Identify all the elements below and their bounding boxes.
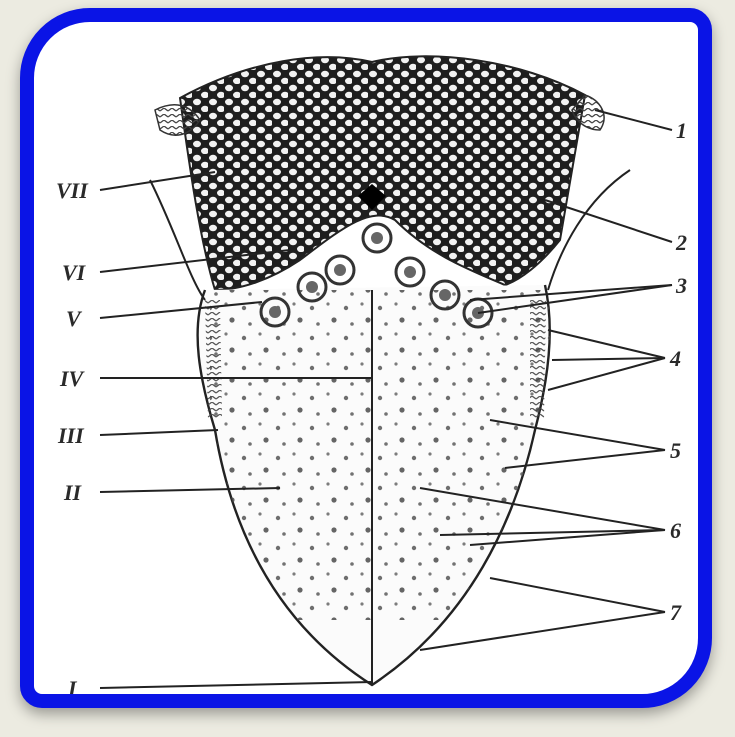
label-V: V [66, 306, 83, 331]
label-4: 4 [669, 346, 681, 371]
label-VI: VI [62, 260, 87, 285]
label-3: 3 [675, 273, 687, 298]
label-II: II [63, 480, 83, 505]
label-6: 6 [670, 518, 681, 543]
label-5: 5 [670, 438, 681, 463]
label-2: 2 [675, 230, 687, 255]
papilla [396, 258, 424, 286]
label-IV: IV [59, 366, 86, 391]
label-VII: VII [56, 178, 89, 203]
left-labels: VII VI V IV III II I [56, 178, 89, 701]
right-labels: 1 2 3 4 5 6 7 [669, 118, 687, 625]
papilla [363, 224, 391, 252]
tongue-diagram: VII VI V IV III II I 1 2 3 4 5 6 7 [20, 8, 712, 708]
root-region [155, 56, 604, 290]
label-III: III [57, 423, 85, 448]
label-1: 1 [676, 118, 687, 143]
blue-rounded-frame: VII VI V IV III II I 1 2 3 4 5 6 7 [20, 8, 712, 708]
label-7: 7 [670, 600, 682, 625]
papilla [326, 256, 354, 284]
label-I: I [67, 676, 78, 701]
